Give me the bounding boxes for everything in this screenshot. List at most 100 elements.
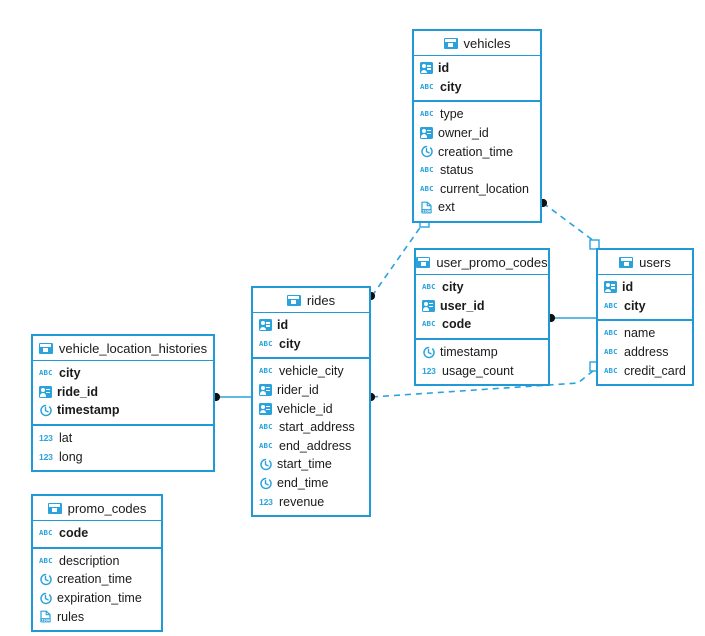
field-row-rides-rider_id[interactable]: rider_id <box>253 381 369 400</box>
field-row-vehicles-creation_time[interactable]: creation_time <box>414 142 540 161</box>
primary-key-icon <box>39 385 52 398</box>
table-header-user_promo_codes[interactable]: user_promo_codes <box>416 250 548 275</box>
string-type-icon: ABC <box>422 319 436 329</box>
string-type-icon: ABC <box>604 365 618 375</box>
field-row-rides-vehicle_city[interactable]: ABC vehicle_city <box>253 362 369 381</box>
field-row-rides-start_time[interactable]: start_time <box>253 455 369 474</box>
field-label: creation_time <box>57 572 133 587</box>
field-label: timestamp <box>440 345 498 360</box>
field-row-rides-id[interactable]: id <box>253 316 369 335</box>
field-row-vehicles-id[interactable]: id <box>414 59 540 78</box>
field-label: ride_id <box>57 384 98 399</box>
field-row-vehicle_location_histories-timestamp[interactable]: timestamp <box>33 401 213 420</box>
field-label: city <box>624 298 646 313</box>
table-grid-icon <box>416 256 431 268</box>
string-type-icon: ABC <box>259 366 273 376</box>
number-type-icon: 123 <box>422 365 436 376</box>
field-label: id <box>438 61 450 76</box>
field-label: status <box>440 163 474 178</box>
string-type-icon: ABC <box>420 81 434 91</box>
field-label: user_id <box>440 298 485 313</box>
number-type-icon: 123 <box>39 451 53 462</box>
field-row-promo_codes-creation_time[interactable]: creation_time <box>33 570 161 589</box>
primary-key-icon <box>420 127 433 140</box>
timestamp-type-icon <box>39 592 52 605</box>
field-label: ext <box>438 200 455 215</box>
edge-vehiclelocationhistories-rides <box>211 392 251 402</box>
field-row-vehicles-owner_id[interactable]: owner_id <box>414 124 540 143</box>
json-type-icon: JSON <box>39 610 52 623</box>
table-header-users[interactable]: users <box>598 250 692 275</box>
field-label: vehicle_city <box>279 364 344 379</box>
field-row-users-id[interactable]: id <box>598 278 692 297</box>
field-label: owner_id <box>438 126 489 141</box>
field-label: id <box>277 318 289 333</box>
number-type-icon: 123 <box>259 496 273 507</box>
field-label: start_address <box>279 420 355 435</box>
field-row-vehicles-ext[interactable]: JSON ext <box>414 198 540 217</box>
field-label: end_time <box>277 476 329 491</box>
table-header-vehicles[interactable]: vehicles <box>414 31 540 56</box>
field-row-vehicle_location_histories-ride_id[interactable]: ride_id <box>33 383 213 402</box>
primary-key-icon <box>422 299 435 312</box>
svg-text:JSON: JSON <box>422 209 431 213</box>
string-type-icon: ABC <box>604 328 618 338</box>
primary-key-icon <box>259 402 272 415</box>
field-row-user_promo_codes-timestamp[interactable]: timestamp <box>416 343 548 362</box>
timestamp-type-icon <box>39 573 52 586</box>
field-row-promo_codes-expiration_time[interactable]: expiration_time <box>33 589 161 608</box>
field-label: code <box>442 317 472 332</box>
field-label: end_address <box>279 438 352 453</box>
table-header-promo_codes[interactable]: promo_codes <box>33 496 161 521</box>
timestamp-type-icon <box>259 458 272 471</box>
svg-text:JSON: JSON <box>41 619 50 623</box>
field-row-rides-vehicle_id[interactable]: vehicle_id <box>253 399 369 418</box>
table-header-vehicle_location_histories[interactable]: vehicle_location_histories <box>33 336 213 361</box>
field-row-rides-revenue[interactable]: 123 revenue <box>253 492 369 511</box>
table-header-rides[interactable]: rides <box>253 288 369 313</box>
table-grid-icon <box>47 502 62 514</box>
timestamp-type-icon <box>39 404 52 417</box>
string-type-icon: ABC <box>39 368 53 378</box>
field-label: revenue <box>279 494 325 509</box>
primary-key-icon <box>604 281 617 294</box>
table-grid-icon <box>286 294 301 306</box>
field-label: city <box>279 336 301 351</box>
field-label: long <box>59 449 83 464</box>
field-row-vehicle_location_histories-long[interactable]: 123 long <box>33 447 213 466</box>
field-row-user_promo_codes-user_id[interactable]: user_id <box>416 297 548 316</box>
field-row-rides-end_time[interactable]: end_time <box>253 474 369 493</box>
field-row-user_promo_codes-code[interactable]: ABC code <box>416 315 548 334</box>
